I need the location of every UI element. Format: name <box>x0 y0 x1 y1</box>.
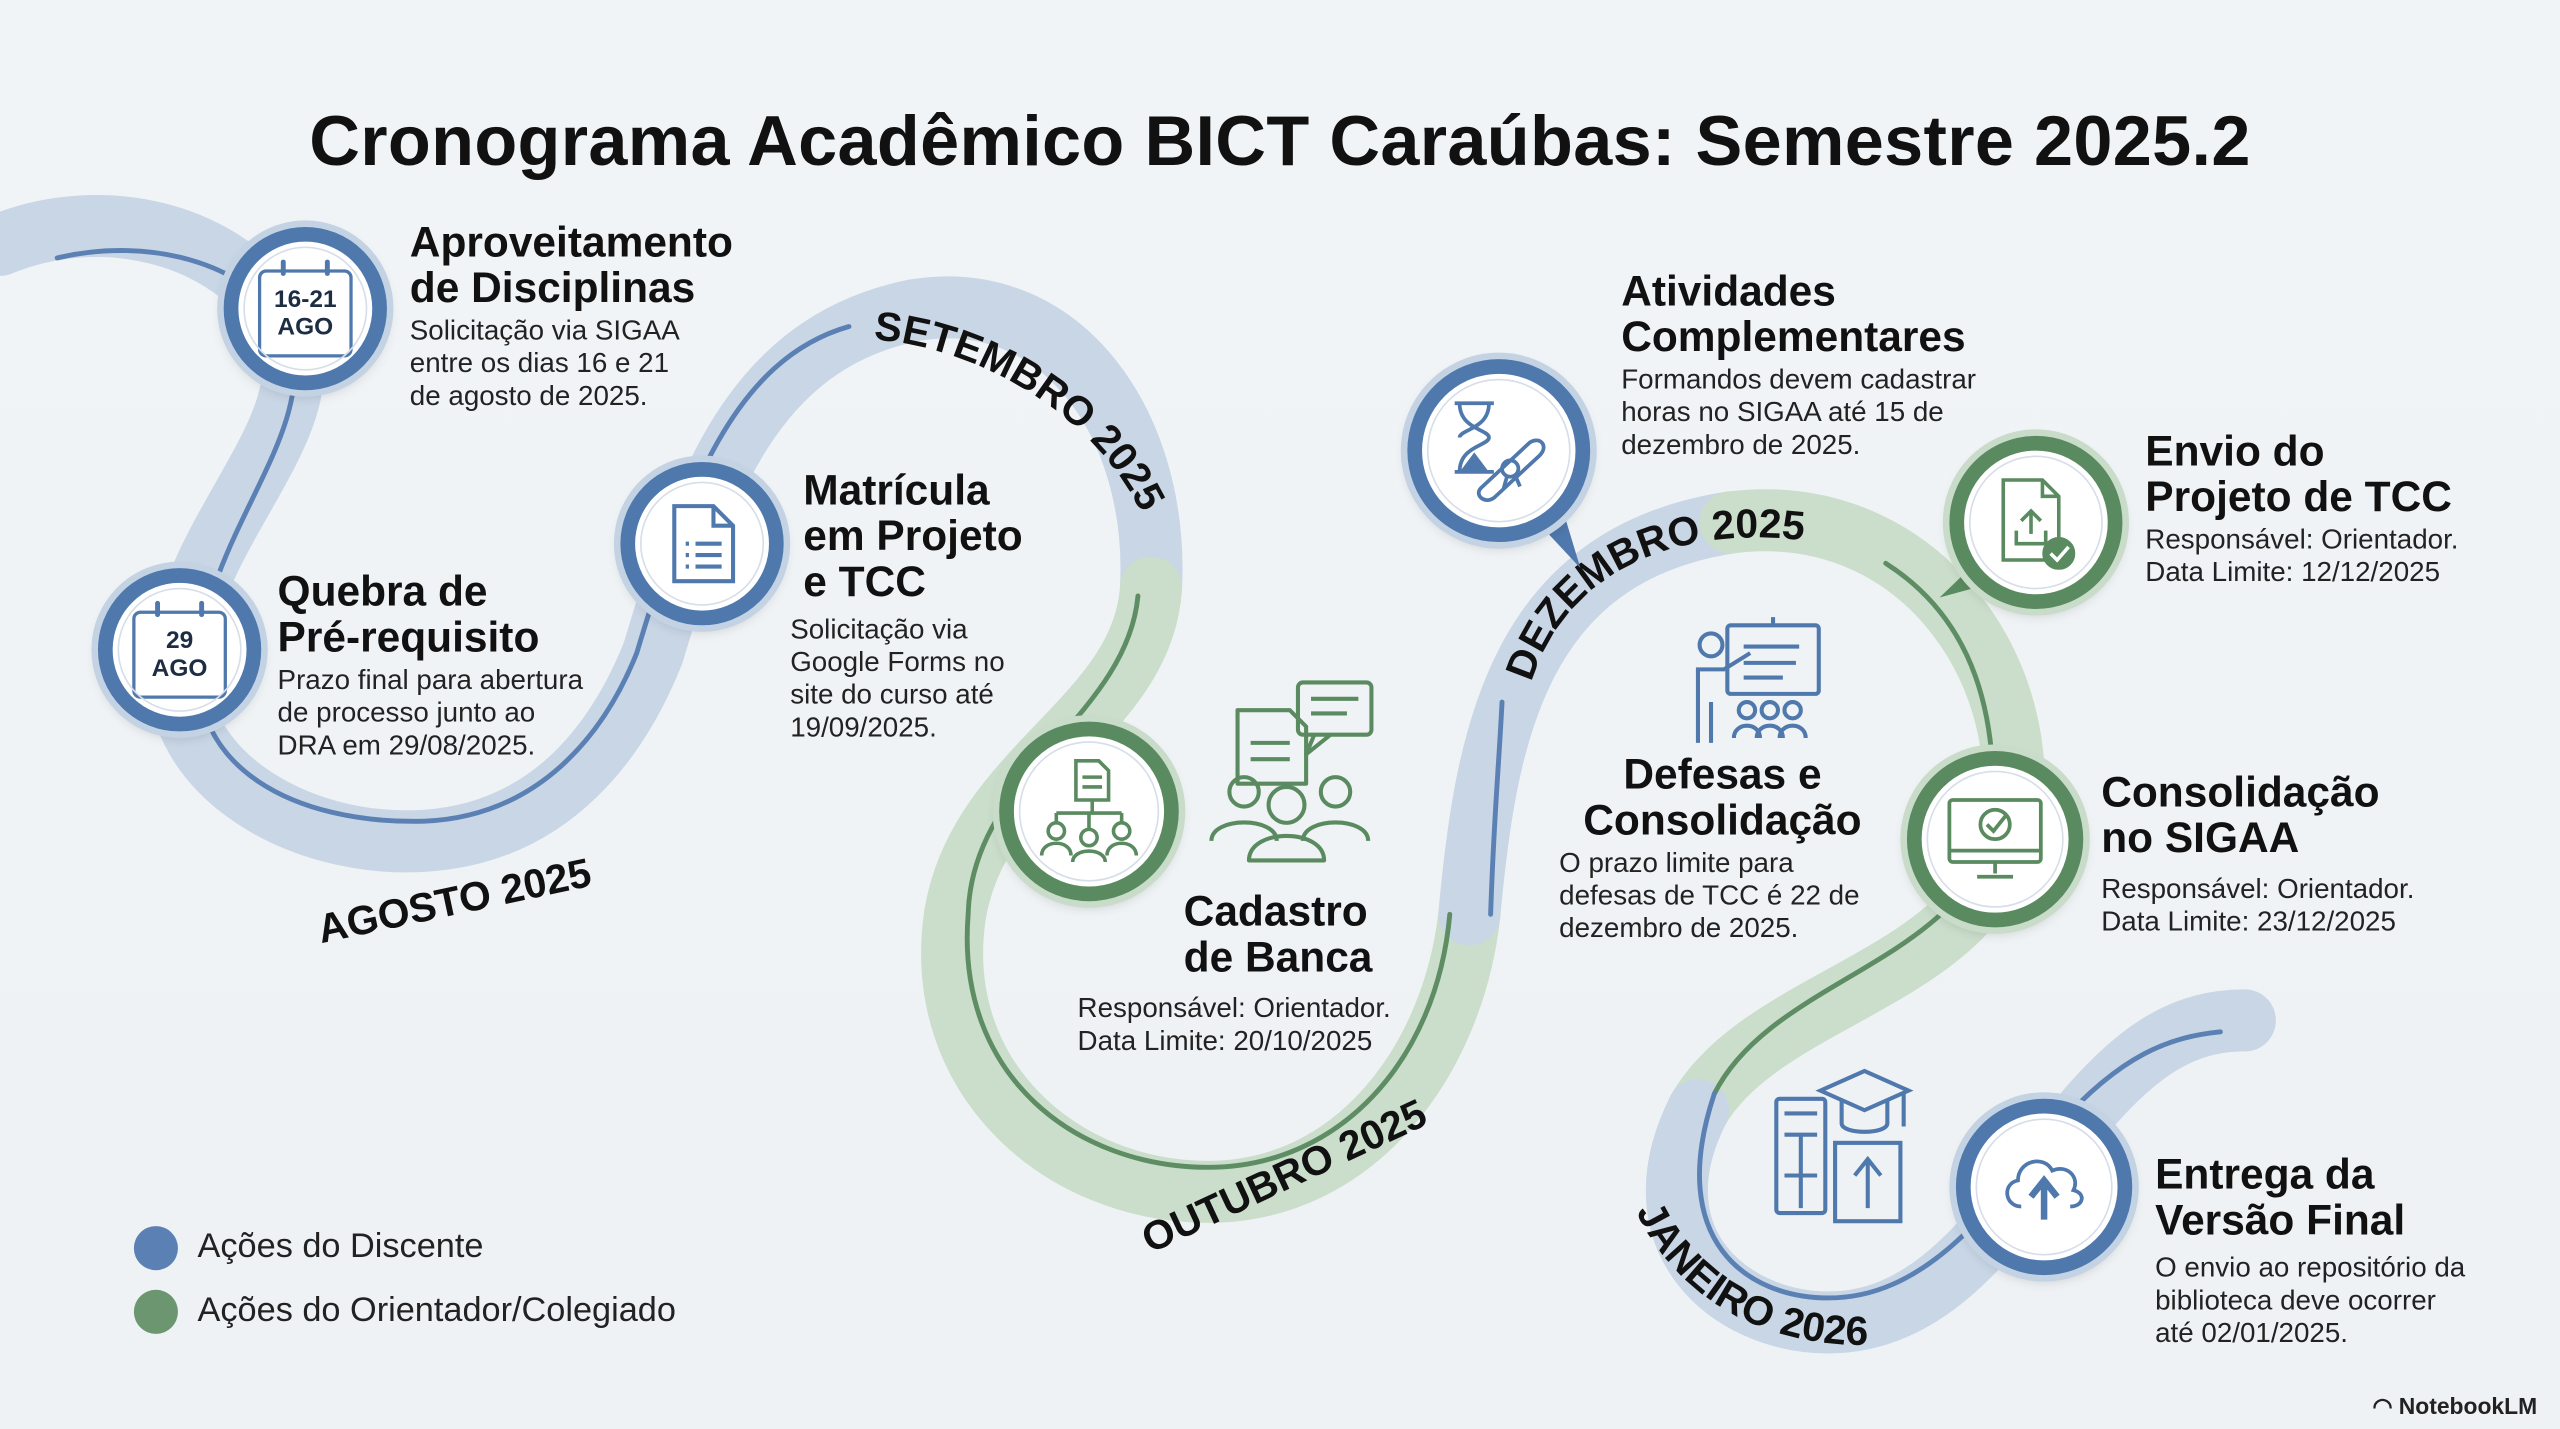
legend-swatch-green <box>133 1288 178 1334</box>
brand-watermark: ◠ NotebookLM <box>2372 1393 2537 1421</box>
event-title-line: Cadastro <box>1183 886 1368 936</box>
event-title-line: Projeto de TCC <box>2145 471 2452 521</box>
page-title: Cronograma Acadêmico BICT Caraúbas: Seme… <box>309 102 2251 181</box>
event-body-line: de processo junto ao <box>277 697 536 729</box>
event-title-line: de Disciplinas <box>409 262 696 312</box>
event-node-entrega[interactable] <box>1955 1098 2133 1276</box>
legend-label: Ações do Discente <box>197 1227 484 1266</box>
event-body-line: defesas de TCC é 22 de <box>1559 879 1860 912</box>
event-title-line: Matrícula <box>803 465 990 515</box>
event-body-line: Solicitação via SIGAA <box>409 315 680 347</box>
file-upload-icon <box>2001 478 2076 570</box>
event-body-line: O prazo limite para <box>1559 847 1794 879</box>
event-body-line: dezembro de 2025. <box>1621 429 1861 461</box>
org-chart-icon <box>1039 759 1139 863</box>
presentation-illustration-icon <box>1695 617 1821 743</box>
event-body-line: Responsável: Orientador. <box>2101 873 2415 905</box>
event-title-line: Versão Final <box>2155 1195 2406 1245</box>
event-body-line: Responsável: Orientador. <box>1077 992 1391 1024</box>
event-body-line: DRA em 29/08/2025. <box>277 729 536 761</box>
event-title-line: Consolidação <box>2101 767 2380 817</box>
event-title-line: Complementares <box>1621 311 1966 361</box>
event-body-line: Prazo final para abertura <box>277 664 584 696</box>
legend: Ações do Discente Ações do Orientador/Co… <box>133 1225 676 1353</box>
event-node-envio[interactable] <box>1949 435 2123 609</box>
hourglass-diploma-icon <box>1454 401 1546 502</box>
event-title-line: Pré-requisito <box>277 612 540 662</box>
event-body-line: dezembro de 2025. <box>1559 912 1799 944</box>
legend-item-orientador: Ações do Orientador/Colegiado <box>133 1288 676 1334</box>
event-body-line: Data Limite: 20/10/2025 <box>1077 1025 1373 1057</box>
event-title-line: no SIGAA <box>2101 813 2300 863</box>
event-body-line: site do curso até <box>790 679 994 711</box>
notebooklm-logo-icon: ◠ <box>2372 1392 2399 1419</box>
event-body-line: horas no SIGAA até 15 de <box>1621 396 1944 428</box>
event-title-line: Defesas e <box>1623 749 1822 799</box>
event-title-line: em Projeto <box>803 511 1023 560</box>
event-title-line: Quebra de <box>277 566 488 616</box>
event-body-line: entre os dias 16 e 21 <box>409 347 670 379</box>
event-body-line: O envio ao repositório da <box>2155 1252 2466 1284</box>
event-title-line: e TCC <box>803 556 926 606</box>
event-body-line: 19/09/2025. <box>790 711 937 743</box>
calendar-month: AGO <box>277 313 334 342</box>
event-body-line: Responsável: Orientador. <box>2145 524 2459 556</box>
event-node-consolidacao[interactable] <box>1906 751 2084 928</box>
calendar-icon: 29 AGO <box>132 600 227 699</box>
brand-label: NotebookLM <box>2398 1392 2538 1419</box>
event-body-line: Data Limite: 23/12/2025 <box>2101 906 2396 938</box>
event-body-line: Formandos devem cadastrar <box>1621 364 1977 396</box>
event-body-line: Solicitação via <box>790 613 968 645</box>
cloud-upload-icon <box>2005 1159 2084 1220</box>
ribbon-segment-dezembro-left <box>1438 491 1762 946</box>
event-title-line: Entrega da <box>2155 1149 2375 1199</box>
event-body-line: Google Forms no <box>790 646 1005 678</box>
event-node-banca[interactable] <box>999 721 1179 902</box>
event-title-line: Envio do <box>2145 426 2325 476</box>
event-node-matricula[interactable] <box>620 462 784 626</box>
legend-item-discente: Ações do Discente <box>133 1225 676 1270</box>
event-title-line: Aproveitamento <box>409 217 733 267</box>
event-body-line: Data Limite: 12/12/2025 <box>2145 556 2441 588</box>
event-title-line: Atividades <box>1621 266 1836 316</box>
committee-illustration-icon <box>1209 680 1374 863</box>
legend-label: Ações do Orientador/Colegiado <box>197 1291 676 1329</box>
event-body-line: de agosto de 2025. <box>409 380 648 412</box>
calendar-day: 16-21 <box>273 285 337 314</box>
library-upload-illustration-icon <box>1774 1068 1914 1224</box>
event-node-quebra[interactable]: 29 AGO <box>97 568 262 732</box>
event-node-atividades[interactable] <box>1407 359 1591 543</box>
event-title-line: de Banca <box>1183 932 1373 982</box>
event-title-line: Consolidação <box>1583 795 1862 845</box>
event-body-line: até 02/01/2025. <box>2155 1317 2349 1349</box>
calendar-month: AGO <box>151 654 208 683</box>
legend-swatch-blue <box>133 1225 178 1270</box>
monitor-check-icon <box>1947 798 2043 879</box>
document-icon <box>672 504 736 584</box>
event-body-line: biblioteca deve ocorrer <box>2155 1284 2436 1316</box>
calendar-day: 29 <box>165 626 194 655</box>
event-node-aproveitamento[interactable]: 16-21 AGO <box>223 226 387 391</box>
calendar-icon: 16-21 AGO <box>257 259 353 358</box>
